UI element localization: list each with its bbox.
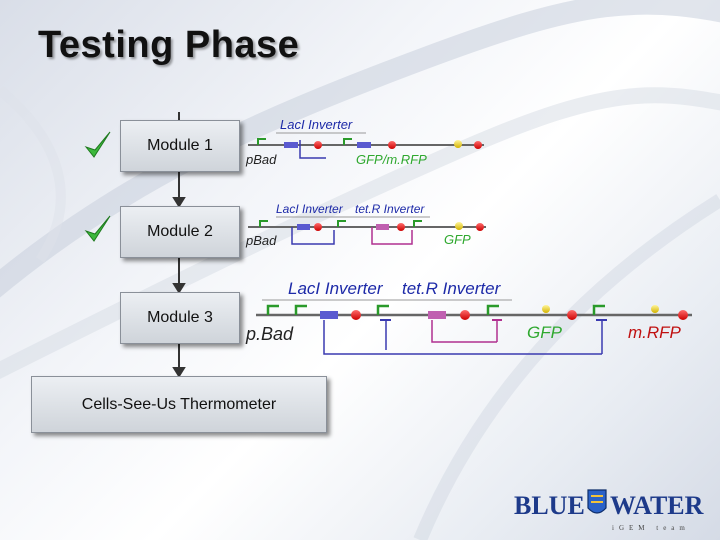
module-1-box: Module 1 — [120, 120, 240, 172]
module-3-label: Module 3 — [147, 309, 213, 326]
logo-sub-text: iGEM team — [612, 524, 690, 532]
logo-left-text: BLUE — [514, 491, 585, 520]
module-2-label: Module 2 — [147, 223, 213, 240]
module-3-box: Module 3 — [120, 292, 240, 344]
logo-right-text: WATER — [610, 491, 704, 520]
thermometer-box: Cells-See-Us Thermometer — [31, 376, 327, 433]
module-1-label: Module 1 — [147, 137, 213, 154]
page-title: Testing Phase — [38, 24, 300, 66]
bluewater-logo: BLUE WATER iGEM team — [514, 489, 704, 532]
thermometer-label: Cells-See-Us Thermometer — [81, 395, 277, 413]
module-2-box: Module 2 — [120, 206, 240, 258]
checkmark-icon-module-1 — [84, 131, 111, 158]
checkmark-icon-module-2 — [84, 215, 111, 242]
